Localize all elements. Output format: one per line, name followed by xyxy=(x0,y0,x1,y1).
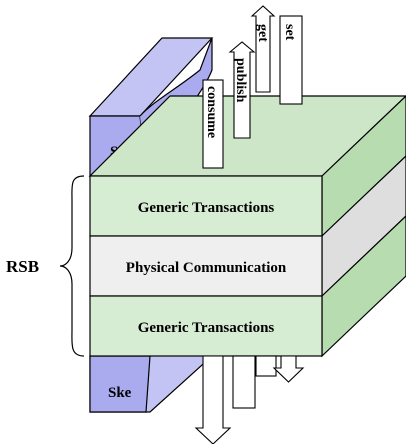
publish-arrow-body xyxy=(228,41,256,139)
curly-brace xyxy=(59,175,85,357)
layer-3-label: Generic Transactions xyxy=(138,320,275,336)
consume-arrow-body xyxy=(202,79,224,169)
set-arrow-label: set xyxy=(282,24,297,41)
bottom-arrow-1 xyxy=(194,355,232,444)
set-arrow-body xyxy=(279,15,303,105)
rsb-brace-group: RSB xyxy=(6,175,85,357)
layer-3-front xyxy=(89,295,323,357)
publish-arrow-label: publish xyxy=(233,58,248,103)
upward-arrows: set get publish consume xyxy=(202,5,303,169)
bottom-arrow-4 xyxy=(272,355,305,383)
rsb-label: RSB xyxy=(6,257,39,276)
layer-1-label: Generic Transactions xyxy=(138,200,275,216)
skeleton-label: Ske xyxy=(108,385,132,401)
bottom-bar-2 xyxy=(232,355,256,409)
get-arrow-label: get xyxy=(255,24,270,42)
layer-stack: Generic Transactions Physical Communicat… xyxy=(88,95,406,358)
downward-arrows xyxy=(194,355,305,444)
consume-arrow-label: consume xyxy=(204,86,219,138)
get-arrow-body xyxy=(250,5,276,93)
skeleton-front xyxy=(89,355,151,413)
bottom-bar-3 xyxy=(255,355,277,377)
layer-2-label: Physical Communication xyxy=(126,260,287,276)
layer-1-front xyxy=(89,175,323,237)
